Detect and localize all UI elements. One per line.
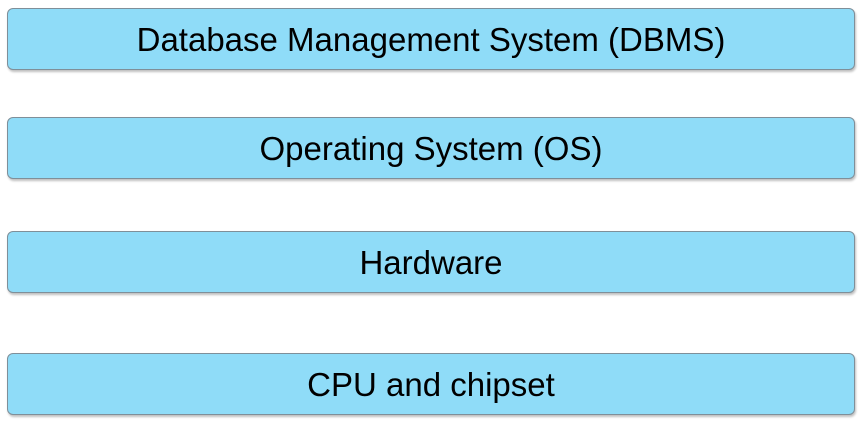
- layer-hardware-label: Hardware: [359, 243, 503, 281]
- layer-os-box: Operating System (OS): [7, 117, 855, 179]
- layer-os-label: Operating System (OS): [259, 129, 603, 167]
- layer-dbms-label: Database Management System (DBMS): [136, 20, 726, 58]
- layer-hardware-box: Hardware: [7, 231, 855, 293]
- layer-cpu-label: CPU and chipset: [307, 365, 555, 403]
- layer-cpu-box: CPU and chipset: [7, 353, 855, 415]
- layer-dbms-box: Database Management System (DBMS): [7, 8, 855, 70]
